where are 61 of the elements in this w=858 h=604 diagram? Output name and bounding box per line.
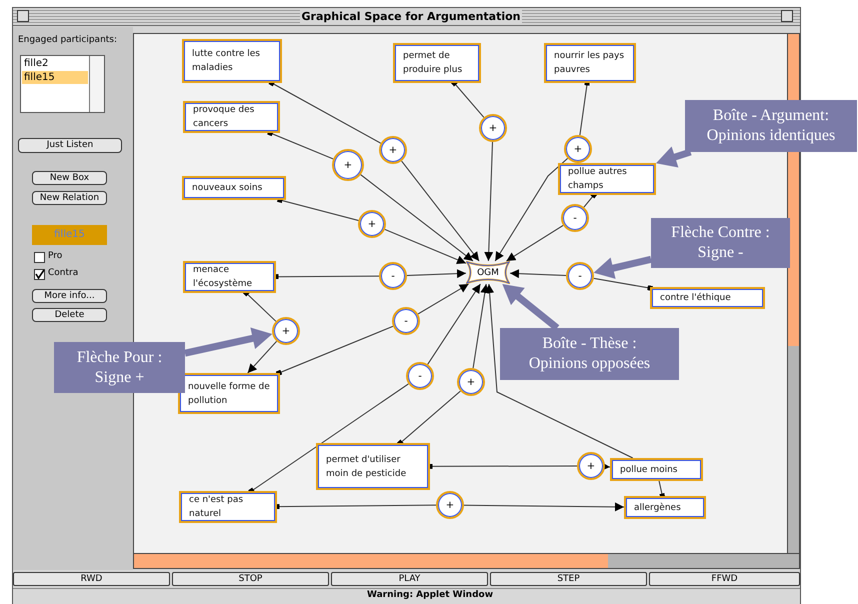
connector-line <box>593 278 653 291</box>
argument-box: contre l'éthique <box>650 287 765 309</box>
argument-box: nouveaux soins <box>182 176 286 200</box>
arrow <box>506 224 564 262</box>
panel-heading: Engaged participants: <box>18 35 118 47</box>
callout-box: Boîte - Argument: Opinions identiques <box>685 100 857 152</box>
arrow <box>360 174 474 262</box>
callout-box: Flèche Pour : Signe + <box>54 342 185 393</box>
argument-box: ce n'est pas naturel <box>179 491 277 523</box>
arrow <box>406 269 466 278</box>
argument-box: allergènes <box>624 496 706 519</box>
connector-line <box>274 504 436 510</box>
list-item: fille2 <box>23 57 50 70</box>
argument-box: provoque des cancers <box>183 101 280 133</box>
connector-line <box>658 480 666 499</box>
arrow <box>401 160 480 262</box>
callout-arrow <box>594 256 652 279</box>
checkbox-label: Contra <box>48 268 80 280</box>
playback-button: FFWD <box>649 572 800 586</box>
push-button: Just Listen <box>18 138 122 153</box>
status-text: Warning: Applet Window <box>366 590 494 602</box>
argument-box: permet d'utiliser moin de pesticide <box>316 443 430 490</box>
connector-line <box>276 326 394 376</box>
connector-line <box>428 464 578 469</box>
arrow <box>510 269 566 278</box>
argument-box: nouvelle forme de pollution <box>178 373 280 414</box>
argument-box: permet de produire plus <box>393 43 481 83</box>
push-button: New Relation <box>32 191 107 205</box>
playback-button: STOP <box>172 572 329 586</box>
playback-button: PLAY <box>331 572 488 586</box>
push-button: Delete <box>32 308 107 322</box>
argument-box: pollue moins <box>610 458 703 481</box>
user-badge: fille15 <box>32 225 107 245</box>
connector-line <box>579 80 590 136</box>
arrow <box>472 284 490 369</box>
argument-box: menace l'écosystème <box>183 261 276 293</box>
arrow <box>485 284 634 458</box>
thesis-box: OGM <box>466 261 510 284</box>
argument-box: pollue autres champs <box>558 163 656 195</box>
playback-button: STEP <box>490 572 647 586</box>
callout-arrow <box>184 328 272 357</box>
list-item: fille15 <box>22 71 88 84</box>
checkbox-label: Pro <box>48 251 64 263</box>
callout-arrow <box>502 284 560 331</box>
arrow <box>494 158 568 262</box>
arrow <box>427 284 481 365</box>
connector-line <box>273 274 380 280</box>
arrow <box>484 142 494 262</box>
playback-button: RWD <box>13 572 170 586</box>
callout-box: Boîte - Thèse : Opinions opposées <box>500 328 679 380</box>
arrow <box>247 340 278 374</box>
argument-box: nourrir les pays pauvres <box>544 43 636 83</box>
callout-box: Flèche Contre : Signe - <box>651 218 790 268</box>
arrow <box>384 228 466 264</box>
arrow <box>418 284 470 314</box>
push-button: More info... <box>32 289 107 303</box>
callout-arrow <box>656 146 692 168</box>
argument-box: lutte contre les maladies <box>182 39 282 83</box>
push-button: New Box <box>32 171 107 185</box>
window-title: Graphical Space for Argumentation <box>300 9 522 25</box>
arrow <box>464 502 624 512</box>
